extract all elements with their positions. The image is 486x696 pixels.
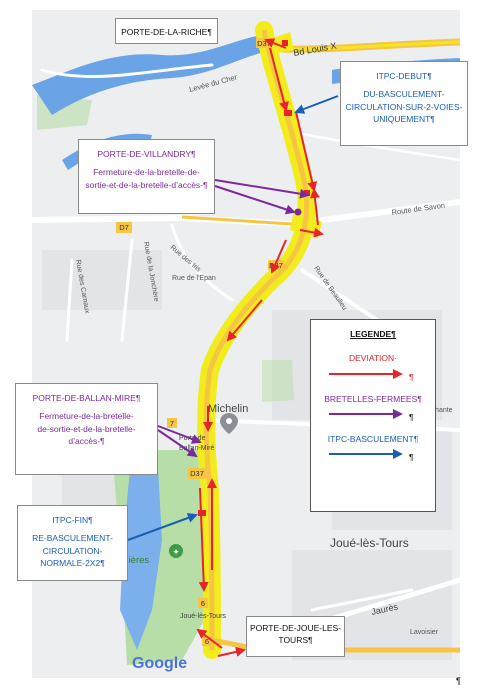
svg-text:D37: D37: [257, 39, 271, 48]
svg-text:6: 6: [201, 599, 205, 608]
svg-text:7: 7: [170, 419, 174, 428]
legend-bretelles-arrow-icon: [329, 408, 403, 419]
callout-ballan-mire: PORTE-DE-BALLAN-MIRE¶ Fermeture-de-la-br…: [15, 383, 158, 475]
porte-joue-line2: TOURS¶: [278, 635, 313, 646]
park-icon: ✦: [169, 544, 183, 558]
itpc-fin-title: ITPC-FIN¶: [52, 515, 93, 525]
ballan-line1: Fermeture-de-la-bretelle-: [39, 411, 134, 422]
callout-porte-riche: PORTE-DE-LA-RICHE¶: [115, 18, 218, 44]
closed-ramps-arrows: [157, 179, 310, 458]
callout-porte-riche-text: PORTE-DE-LA-RICHE¶: [121, 27, 212, 37]
villandry-point: [294, 208, 302, 216]
exit-6b-shield: 6: [202, 636, 212, 646]
callout-villandry: PORTE-DE-VILLANDRY¶ Fermeture-de-la-bret…: [78, 139, 215, 214]
deviation-arrow-5: [226, 299, 263, 342]
itpc-debut-line3: UNIQUEMENT¶: [373, 113, 435, 124]
itpc-debut-line2: CIRCULATION-SUR-2-VOIES-: [345, 101, 463, 112]
villandry-line2: sortie-et-de-la-bretelle-d’accès-¶: [85, 179, 208, 190]
porte-joue-line1: PORTE-DE-JOUE-LES-: [250, 623, 341, 633]
ballan-line3: d’accès-¶: [68, 435, 105, 446]
itpc-debut-title: ITPC-DEBUT¶: [376, 71, 432, 81]
label-lavoisier: Lavoisier: [410, 629, 439, 636]
deviation-arrow-11: [264, 38, 287, 49]
road-shield-d37-low: D37: [188, 468, 206, 479]
label-nnieres: nnières: [118, 555, 149, 566]
legend-bretelles-label: BRETELLES-FERMEES¶: [324, 393, 422, 404]
deviation-arrow-12: [299, 227, 324, 238]
itpc-fin-line2: CIRCULATION-: [42, 545, 103, 556]
exit-7-shield: 7: [167, 418, 177, 428]
svg-text:✦: ✦: [172, 547, 180, 557]
deviation-arrow-10: [217, 646, 246, 657]
label-michelin: Michelin: [208, 403, 248, 415]
label-chante: Chante: [430, 407, 453, 414]
callout-itpc-fin: ITPC-FIN¶ RE-BASCULEMENT- CIRCULATION- N…: [17, 505, 128, 581]
deviation-arrow-7: [198, 487, 209, 592]
deviation-arrow-3: [309, 188, 320, 226]
deviation-arrow-4: [270, 239, 287, 274]
legend-mark1: ¶: [409, 371, 414, 382]
legend-title: LEGENDE¶: [350, 329, 396, 339]
legend-mark2: ¶: [409, 411, 414, 422]
deviation-arrow-1: [269, 47, 289, 112]
deviation-arrows: [196, 38, 324, 657]
trailing-paragraph-mark: ¶: [456, 676, 461, 686]
road-shield-d7: D7: [116, 222, 132, 233]
ballan-line2: de-sortie-et-de-la-bretelle-: [37, 423, 136, 434]
svg-text:D7: D7: [119, 223, 129, 232]
legend-basculement-label: ITPC-BASCULEMENT¶: [327, 433, 419, 444]
itpc-fin-line1: RE-BASCULEMENT-: [32, 533, 113, 544]
legend-mark3: ¶: [409, 452, 414, 463]
road-d7: [181, 215, 293, 226]
callout-porte-joue: PORTE-DE-JOUE-LES- TOURS¶: [246, 616, 345, 657]
itpc-arrows: [127, 95, 339, 541]
callout-itpc-debut: ITPC-DEBUT¶ DU-BASCULEMENT- CIRCULATION-…: [340, 61, 468, 146]
ballan-title: PORTE-DE-BALLAN-MIRE¶: [32, 393, 141, 403]
michelin-pin-icon[interactable]: [220, 413, 238, 434]
label-joue-road: Joué-lès-Tours: [180, 613, 226, 620]
motorway-d37: [203, 29, 310, 651]
itpc-fin-line3: NORMALE-2X2¶: [40, 557, 105, 568]
exit-6a-shield: 6: [198, 598, 208, 608]
label-joue: Joué-lès-Tours: [330, 536, 409, 550]
villandry-line1: Fermeture-de-la-bretelle-de-: [93, 167, 200, 178]
legend-deviation-label: DEVIATION·: [348, 353, 397, 364]
deviation-arrow-2: [295, 111, 318, 192]
legend-deviation-arrow-icon: [329, 368, 403, 379]
legend: LEGENDE¶ DEVIATION· ¶ BRETELLES-FERMEES¶…: [310, 319, 436, 512]
itpc-debut-line1: DU-BASCULEMENT-: [363, 89, 445, 100]
villandry-title: PORTE-DE-VILLANDRY¶: [97, 149, 196, 159]
legend-basculement-arrow-icon: [329, 449, 403, 460]
lake-joue: [120, 450, 162, 650]
svg-text:D37: D37: [190, 469, 204, 478]
svg-text:6: 6: [205, 637, 209, 646]
deviation-arrow-9: [196, 628, 223, 649]
label-rue-epan: Rue de l'Epan: [172, 275, 216, 282]
google-logo: Google: [132, 655, 187, 672]
road-shield-d37-top: D37: [256, 38, 272, 48]
